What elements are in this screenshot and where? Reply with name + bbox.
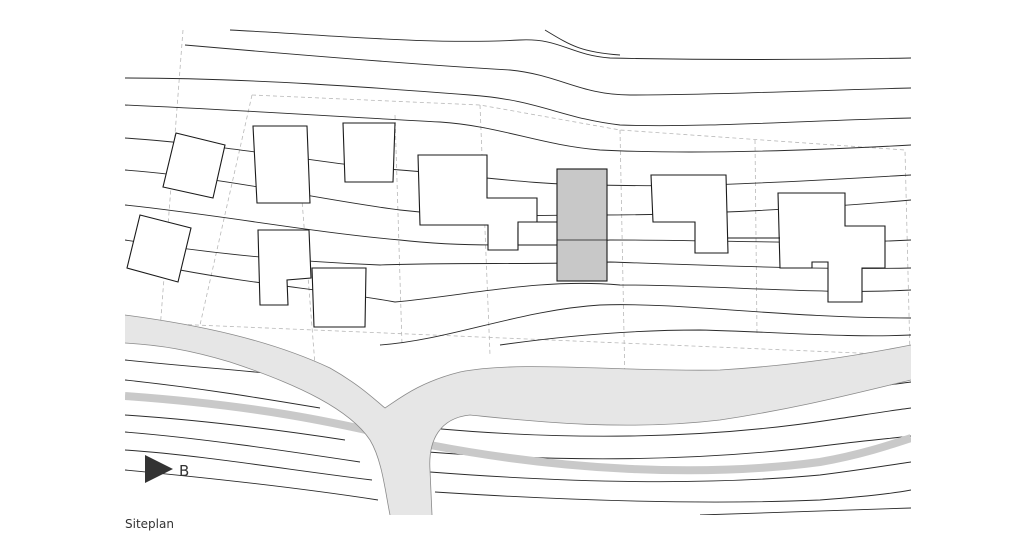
- contour-line: [125, 137, 911, 187]
- existing-building: [777, 192, 886, 303]
- contour-line: [429, 461, 911, 483]
- contour-line: [125, 104, 911, 153]
- road-edge: [125, 314, 911, 409]
- contour-line: [434, 489, 911, 503]
- contour-line: [429, 407, 911, 437]
- new-building-highlighted: [556, 168, 608, 282]
- section-marker: B: [145, 455, 189, 483]
- terrain-contour-lines: [125, 29, 911, 515]
- contour-line: [499, 329, 911, 346]
- plot-boundary-line: [299, 174, 316, 366]
- plot-boundary-line: [394, 114, 403, 346]
- existing-building: [252, 125, 311, 204]
- contour-line: [125, 414, 346, 441]
- contour-line: [125, 449, 373, 481]
- existing-building: [650, 174, 729, 254]
- contour-line: [125, 77, 911, 127]
- section-marker-label: B: [179, 462, 189, 480]
- contour-line: [229, 29, 911, 60]
- section-arrow-icon: [145, 455, 173, 483]
- contour-line: [699, 507, 911, 515]
- existing-building: [126, 214, 192, 283]
- plot-boundary-line: [754, 139, 758, 336]
- existing-building: [257, 229, 312, 306]
- contour-line: [379, 304, 911, 346]
- existing-buildings: [126, 122, 886, 328]
- road-edge: [429, 379, 911, 515]
- road-edge: [125, 342, 391, 515]
- contour-line: [179, 269, 911, 303]
- stream: [125, 392, 911, 475]
- contour-line: [544, 29, 621, 56]
- plot-boundary-line: [619, 129, 626, 386]
- contour-line: [125, 469, 379, 501]
- contour-line: [125, 379, 321, 409]
- existing-building: [162, 132, 226, 199]
- contour-line: [184, 44, 911, 96]
- road-surface: [125, 315, 911, 515]
- contour-line: [125, 431, 361, 463]
- existing-building: [342, 122, 396, 183]
- contour-line: [125, 239, 911, 269]
- drawing-caption: Siteplan: [125, 517, 174, 531]
- plot-boundary-line: [251, 94, 911, 356]
- access-road: [125, 314, 911, 515]
- new-building: [556, 168, 608, 282]
- existing-building: [311, 267, 367, 328]
- plot-boundary-line: [199, 94, 253, 326]
